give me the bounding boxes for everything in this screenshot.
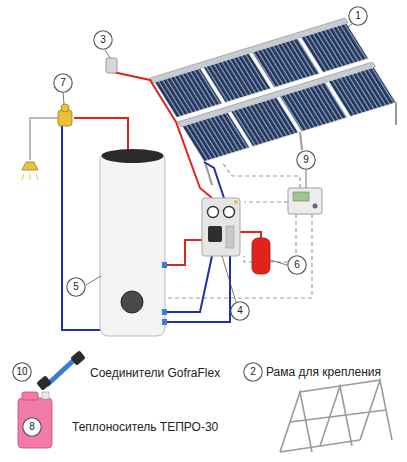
callout-number: 9 xyxy=(303,155,309,165)
callout-number: 3 xyxy=(100,35,106,45)
controller xyxy=(288,188,322,214)
callout-circle: 9 xyxy=(296,150,316,170)
collector-panel xyxy=(328,67,396,116)
station-pipe xyxy=(226,226,234,248)
water-jet xyxy=(22,174,24,180)
callout-ring xyxy=(297,151,315,169)
shower-head xyxy=(22,162,38,170)
collector-panel xyxy=(301,23,369,72)
gauge xyxy=(224,207,235,218)
callout-number: 6 xyxy=(294,260,300,270)
canister-handle xyxy=(22,392,38,400)
callout-circle: 7 xyxy=(53,73,73,93)
gauge xyxy=(208,207,219,218)
callout-circle: 5 xyxy=(66,277,86,297)
hot-pipe xyxy=(240,232,261,238)
mounting-frame xyxy=(280,380,392,452)
callout-circle: 10 xyxy=(12,362,32,382)
callout-ring xyxy=(94,31,112,49)
callout-number: 2 xyxy=(250,367,256,377)
water-jet xyxy=(36,174,38,180)
mixing-valve xyxy=(58,110,72,126)
pump-station xyxy=(202,198,240,256)
frame-truss xyxy=(360,380,392,440)
leader-line xyxy=(270,260,287,265)
controller-button xyxy=(313,204,318,209)
callout-ring xyxy=(231,302,249,320)
frame-rail xyxy=(300,380,380,392)
fluid-canister xyxy=(18,398,52,448)
part-caption: Соединители GofraFlex xyxy=(90,366,220,380)
leader-line xyxy=(105,50,110,58)
callout-ring xyxy=(67,278,85,296)
sensor-wire xyxy=(244,201,288,202)
callout-circle: 1 xyxy=(348,6,368,26)
callout-circle: 2 xyxy=(243,362,263,382)
callout-ring xyxy=(288,256,306,274)
callout-ring xyxy=(13,363,31,381)
cold-pipe xyxy=(204,162,224,198)
callout-circle: 3 xyxy=(93,30,113,50)
callout-circle: 4 xyxy=(230,301,250,321)
connector-fitting xyxy=(36,375,52,390)
callout-number: 1 xyxy=(355,11,361,21)
tank-port xyxy=(162,262,167,268)
pump xyxy=(208,226,222,242)
callout-ring xyxy=(244,363,262,381)
frame-rail xyxy=(290,410,386,422)
tank-port xyxy=(162,309,167,315)
callout-ring xyxy=(54,74,72,92)
callout-number: 10 xyxy=(16,367,27,377)
frame-rail xyxy=(280,440,360,452)
controller-display xyxy=(293,192,309,201)
frame-leg xyxy=(395,102,397,125)
flex-hose xyxy=(48,360,74,384)
storage-tank xyxy=(100,152,165,336)
frame-leg xyxy=(300,132,302,150)
sensor-wire xyxy=(222,162,300,188)
callout-number: 4 xyxy=(237,306,243,316)
callout-ring xyxy=(23,418,41,436)
callout-number: 5 xyxy=(73,282,79,292)
shower-pipe xyxy=(30,118,58,160)
leader-line xyxy=(86,276,101,285)
tank-flange xyxy=(121,291,143,313)
leader-line xyxy=(222,256,236,302)
callout-number: 8 xyxy=(29,422,35,432)
connector-fitting xyxy=(70,350,86,365)
air-vent xyxy=(106,58,117,73)
hot-pipe xyxy=(165,240,202,265)
safety-valve xyxy=(234,200,238,204)
leader-line xyxy=(306,170,307,188)
tank-port xyxy=(162,319,167,325)
leader-line xyxy=(338,24,352,34)
tank-cap xyxy=(102,149,164,163)
valve-knob xyxy=(61,104,69,112)
canister-cap xyxy=(42,392,49,399)
leader-line xyxy=(63,92,64,104)
cold-pipe xyxy=(62,124,104,330)
callout-circle: 6 xyxy=(287,255,307,275)
part-caption: Рама для крепления xyxy=(266,365,381,379)
callout-number: 7 xyxy=(60,78,66,88)
callout-ring xyxy=(349,7,367,25)
callout-circle: 8 xyxy=(22,417,42,437)
expansion-tank xyxy=(252,238,270,274)
water-jet xyxy=(30,174,31,180)
part-caption: Теплоноситель ТЕПРО-30 xyxy=(72,420,218,434)
